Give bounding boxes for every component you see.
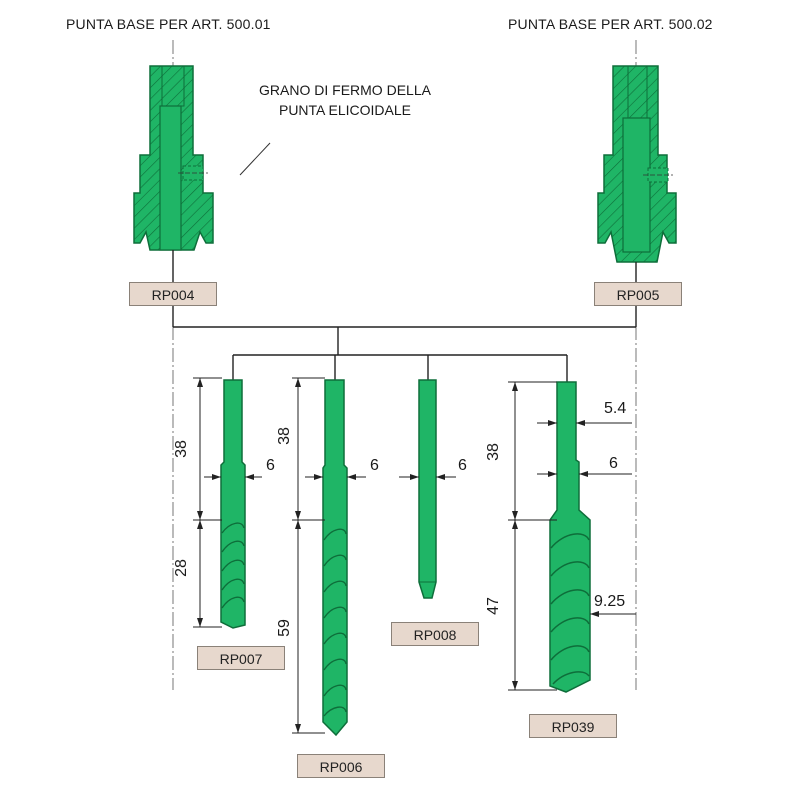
dim-rp007-diameter: 6 <box>266 457 275 474</box>
dim-rp039-diameter-top: 5.4 <box>604 400 627 417</box>
title-left: PUNTA BASE PER ART. 500.01 <box>66 16 271 32</box>
dim-rp007-shank: 38 <box>173 440 190 458</box>
center-guides <box>172 40 637 690</box>
dim-rp006-shank: 38 <box>276 427 293 445</box>
code-rp006: RP006 <box>297 754 385 778</box>
dim-rp039-diameter-bit: 9.25 <box>594 593 626 610</box>
code-rp005: RP005 <box>594 282 682 306</box>
connector-tree <box>172 250 637 382</box>
note-line-1: GRANO DI FERMO DELLA <box>259 82 431 98</box>
code-rp004: RP004 <box>129 282 217 306</box>
dimension-arrows <box>197 378 599 733</box>
holder-rp005 <box>597 65 677 263</box>
bit-rp039 <box>549 381 591 693</box>
code-rp007: RP007 <box>197 646 285 670</box>
dim-rp006-diameter: 6 <box>370 457 379 474</box>
dim-rp039-flute: 47 <box>485 597 502 615</box>
dimension-lines <box>193 377 636 734</box>
dim-rp007-flute: 28 <box>173 559 190 577</box>
bit-rp008 <box>418 379 437 599</box>
bit-rp007 <box>220 379 246 629</box>
note-label: GRANO DI FERMO DELLA PUNTA ELICOIDALE <box>250 80 440 120</box>
bit-rp006 <box>322 379 348 737</box>
note-line-2: PUNTA ELICOIDALE <box>278 102 411 118</box>
code-rp008: RP008 <box>391 622 479 646</box>
title-right: PUNTA BASE PER ART. 500.02 <box>508 16 713 32</box>
dim-rp039-diameter-mid: 6 <box>609 455 618 472</box>
code-rp039: RP039 <box>529 714 617 738</box>
note-leader <box>239 142 271 176</box>
dim-rp006-flute: 59 <box>276 619 293 637</box>
dim-rp039-shank: 38 <box>485 443 502 461</box>
dim-rp008-diameter: 6 <box>458 457 467 474</box>
holder-rp004 <box>133 65 214 251</box>
